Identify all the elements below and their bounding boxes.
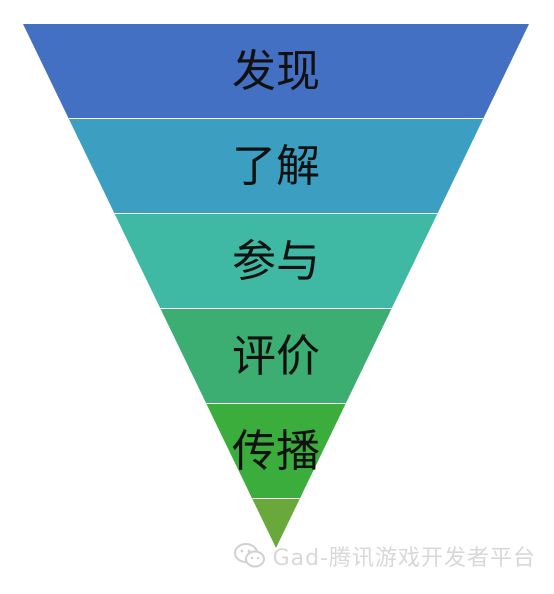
funnel-band-3 xyxy=(114,214,438,309)
funnel-stage-label: 参与 xyxy=(232,236,320,287)
funnel-bands xyxy=(23,24,529,548)
funnel-band-6 xyxy=(252,499,300,548)
funnel-band-5 xyxy=(206,404,346,499)
wechat-icon xyxy=(233,543,265,568)
funnel-band-4 xyxy=(160,309,392,404)
funnel-stage-label: 传播 xyxy=(232,426,320,477)
funnel-band-2 xyxy=(68,119,484,214)
funnel-stage-label: 发现 xyxy=(232,46,320,97)
watermark: Gad-腾讯游戏开发者平台 xyxy=(233,540,536,572)
funnel-band-1 xyxy=(23,24,529,119)
watermark-text: Gad-腾讯游戏开发者平台 xyxy=(272,546,536,571)
funnel-stage-label: 了解 xyxy=(232,141,320,192)
funnel-stage-label: 评价 xyxy=(232,331,320,382)
